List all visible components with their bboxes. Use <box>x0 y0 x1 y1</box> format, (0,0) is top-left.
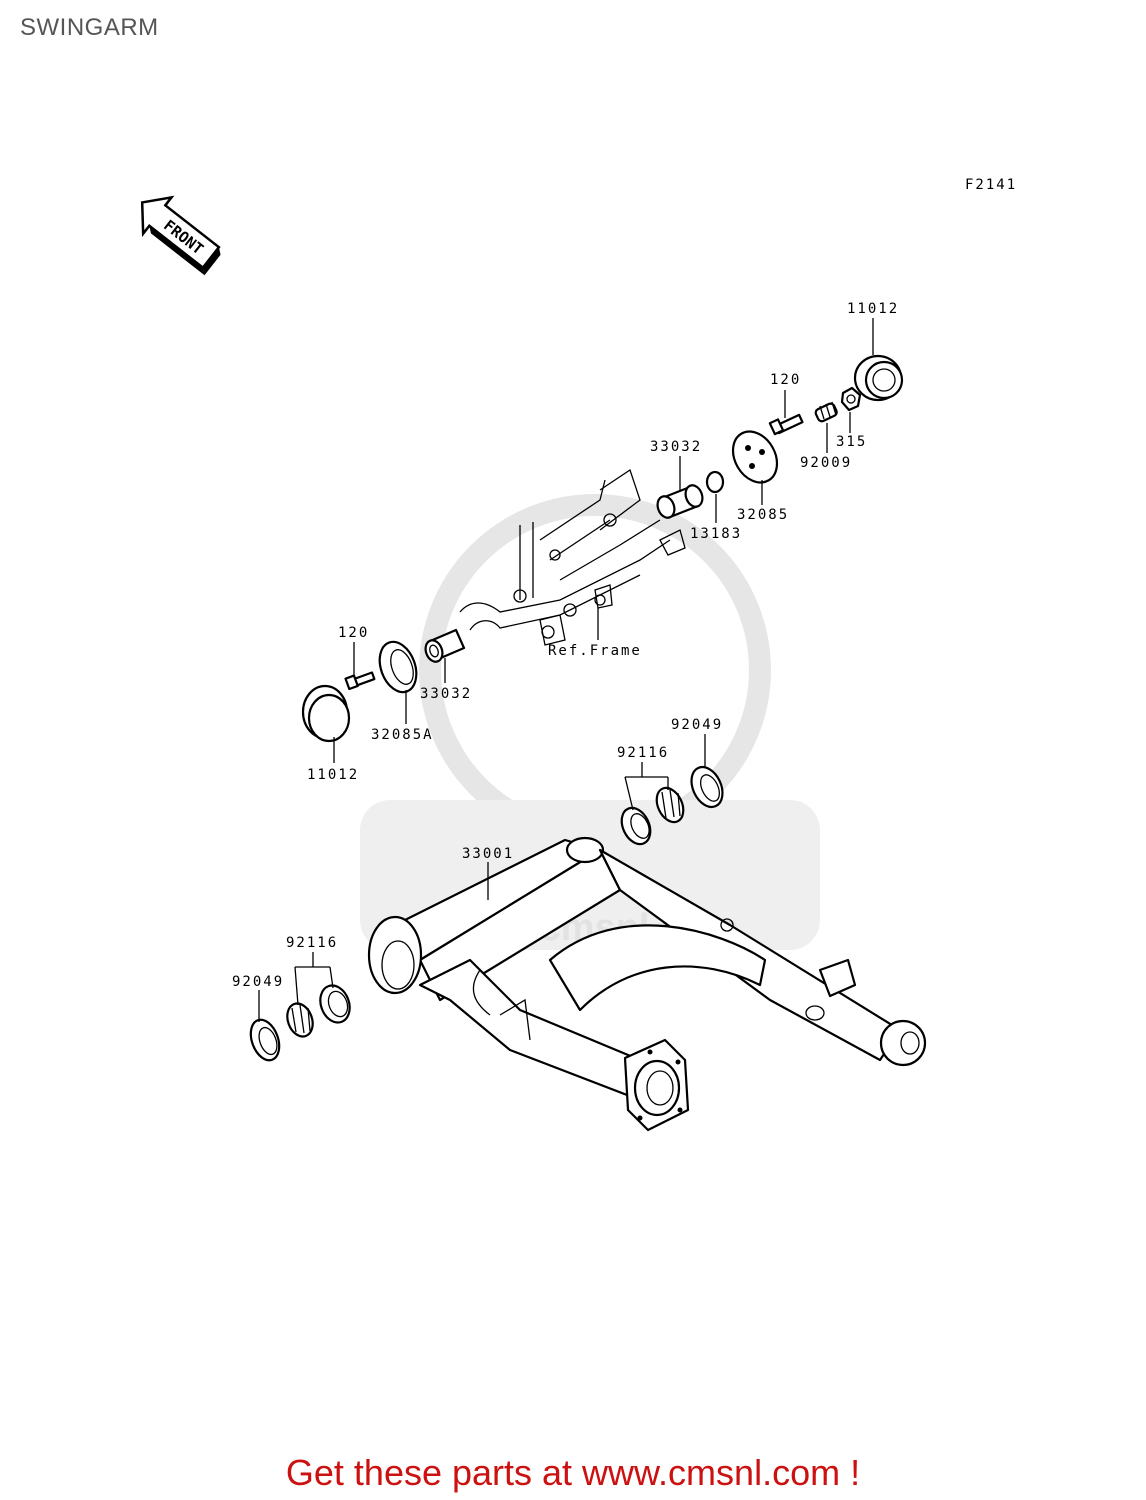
collar-33032-left <box>424 628 466 663</box>
label-13183: 13183 <box>690 526 742 542</box>
label-92009: 92009 <box>800 455 852 471</box>
figure-code: F2141 <box>965 177 1017 193</box>
label-32085A: 32085A <box>371 727 434 743</box>
front-arrow-icon: FRONT <box>140 195 221 276</box>
label-11012-top: 11012 <box>847 301 899 317</box>
seal-92049-left <box>249 1018 281 1062</box>
label-92116-left: 92116 <box>286 935 338 951</box>
footer-cta-link[interactable]: Get these parts at www.cmsnl.com ! <box>285 1452 861 1493</box>
spring-92009 <box>814 401 838 423</box>
bearing-92116-right-cage <box>655 786 685 824</box>
bearing-92116-left-cage <box>286 1002 314 1038</box>
label-ref-frame: Ref.Frame <box>548 643 642 659</box>
label-33032-top: 33032 <box>650 439 702 455</box>
label-33001: 33001 <box>462 846 514 862</box>
frame-reference-sketch <box>459 468 686 646</box>
label-120-left: 120 <box>338 625 369 641</box>
seal-92049-right <box>690 765 724 809</box>
leader-lines <box>258 318 874 1022</box>
label-315: 315 <box>836 434 867 450</box>
bearing-92116-right-race <box>620 806 652 846</box>
plate-32085 <box>731 430 779 484</box>
label-120-top: 120 <box>770 372 801 388</box>
cap-11012-top <box>853 354 904 402</box>
page-title: SWINGARM <box>20 14 159 41</box>
collar-33032-top <box>656 484 704 519</box>
bolt-120-left <box>344 671 376 691</box>
label-11012-left: 11012 <box>307 767 359 783</box>
circlip-13183 <box>705 470 725 494</box>
label-32085: 32085 <box>737 507 789 523</box>
bearing-92116-left-race <box>319 984 351 1024</box>
bolt-120-top <box>768 413 804 436</box>
label-92049-right: 92049 <box>671 717 723 733</box>
cap-11012-left <box>301 684 351 743</box>
nut-315 <box>840 386 862 412</box>
label-92049-left: 92049 <box>232 974 284 990</box>
label-92116-right: 92116 <box>617 745 669 761</box>
plate-32085A <box>378 640 418 694</box>
label-33032-left: 33032 <box>420 686 472 702</box>
